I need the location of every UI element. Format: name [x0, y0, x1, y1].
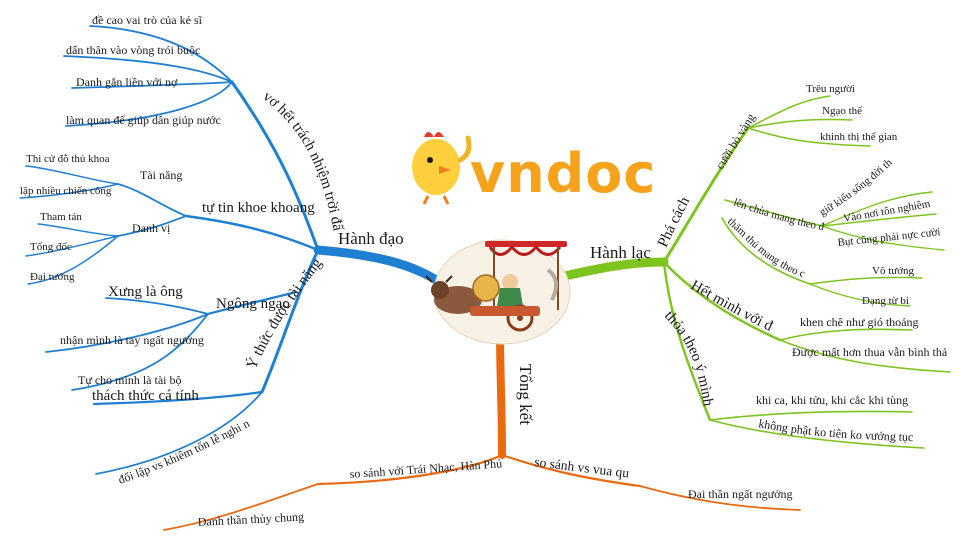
label-thoa-theo-y-minh: thỏa theo ý mình: [661, 308, 716, 408]
item-dai-than: Đại thần ngất ngưởng: [688, 487, 793, 501]
item-nhan-minh: nhận mình là tay ngất ngưởng: [60, 333, 204, 347]
label-y-thuc-tai-nang: Ý thức được tài năng: [243, 255, 326, 372]
item-vao-noi-ton-nghiem: Vào nơi tôn nghiêm: [842, 198, 931, 225]
branch-hanh-lac: [560, 95, 951, 449]
label-tai-nang: Tài năng: [140, 168, 182, 182]
item-duoc-mat: Được mất hơn thua vẫn bình thả: [792, 345, 948, 359]
item-tham-tan: Tham tán: [40, 211, 82, 223]
item-danh-gan-lien: Danh gắn liền với nợ: [76, 75, 178, 89]
item-de-cao-vai-tro: đề cao vai trò của kẻ sĩ: [92, 13, 203, 27]
chicken-mascot-icon: [412, 132, 472, 205]
logo-text: vndoc: [470, 142, 656, 205]
item-vo-tuong: Võ tướng: [872, 265, 915, 277]
item-dang-tu-bi: Dạng từ bi: [862, 295, 909, 307]
item-khi-ca: khi ca, khi tửu, khi cắc khi tùng: [756, 393, 908, 407]
item-tong-doc: Tổng đốc: [30, 241, 72, 253]
label-danh-vi: Danh vị: [132, 221, 171, 235]
branch-tong-ket: [163, 328, 801, 531]
central-illustration: [425, 239, 571, 345]
label-tong-ket: Tổng kết: [516, 364, 535, 425]
item-ngao-the: Ngạo thế: [822, 105, 863, 117]
item-tu-cho-minh: Tự cho mình là tài bộ: [78, 373, 181, 387]
branch-hanh-dao: [19, 25, 445, 475]
item-danh-than: Danh thần thủy chung: [197, 509, 304, 529]
label-hanh-lac: Hành lạc: [590, 243, 651, 262]
item-khinh-thi: khinh thị thế gian: [820, 131, 898, 143]
item-treu-nguoi: Trêu người: [806, 83, 855, 95]
item-khen-che: khen chê như gió thoảng: [800, 315, 918, 329]
label-tu-tin-khoe-khoang: tự tin khoe khoang: [202, 200, 315, 216]
item-lam-quan: làm quan để giúp dân giúp nước: [66, 113, 221, 127]
label-cuoi-bo-vang: cưỡi bò vàng: [713, 111, 758, 172]
item-thi-cu: Thi cử đỗ thủ khoa: [26, 153, 110, 165]
item-xung-la-ong: Xưng là ông: [108, 284, 183, 300]
label-ngong-ngao: Ngông ngạo: [216, 296, 290, 312]
item-but-cung: Bụt cũng phải nực cười: [837, 226, 941, 249]
label-so-sanh-trai-nhac: so sánh với Trái Nhạc, Hàn Phủ: [349, 456, 502, 481]
item-dan-than: dấn thân vào vòng trói buộc: [66, 43, 200, 57]
item-khong-phat: không phật ko tiên ko vướng tục: [757, 416, 913, 444]
item-lap-chien-cong: lập nhiều chiến công: [20, 185, 112, 197]
vndoc-logo: vndoc: [412, 132, 656, 205]
item-dai-tuong: Đại tướng: [30, 271, 75, 283]
label-hanh-dao: Hành đạo: [338, 229, 404, 248]
label-thach-thuc: thách thức cá tính: [92, 388, 199, 404]
